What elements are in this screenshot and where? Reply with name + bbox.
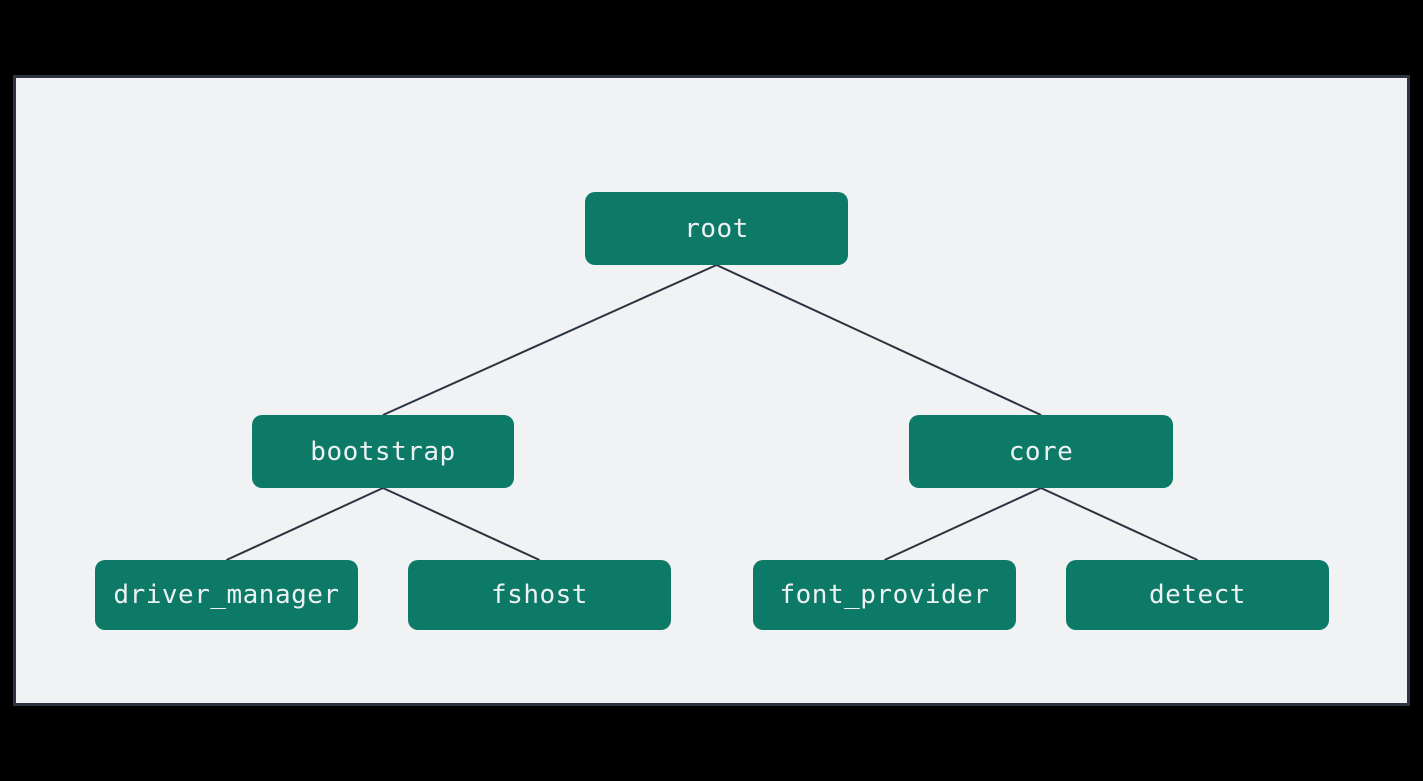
tree-node-bootstrap: bootstrap bbox=[252, 415, 514, 488]
tree-edge-bootstrap-fshost bbox=[382, 487, 540, 561]
tree-node-label: root bbox=[684, 213, 749, 244]
tree-edge-root-core bbox=[716, 264, 1042, 416]
tree-node-detect: detect bbox=[1066, 560, 1329, 630]
tree-node-label: driver_manager bbox=[113, 580, 340, 610]
tree-node-label: bootstrap bbox=[310, 436, 456, 467]
tree-edge-core-detect bbox=[1040, 487, 1198, 561]
tree-node-fshost: fshost bbox=[408, 560, 671, 630]
tree-node-label: detect bbox=[1149, 580, 1246, 610]
tree-edge-root-bootstrap bbox=[382, 264, 717, 416]
tree-node-label: core bbox=[1008, 436, 1074, 467]
tree-node-root: root bbox=[585, 192, 848, 265]
tree-node-label: font_provider bbox=[779, 580, 990, 610]
tree-edge-core-font_provider bbox=[884, 487, 1042, 561]
tree-node-label: fshost bbox=[491, 580, 588, 610]
tree-node-core: core bbox=[909, 415, 1173, 488]
tree-node-driver_manager: driver_manager bbox=[95, 560, 358, 630]
tree-node-font_provider: font_provider bbox=[753, 560, 1016, 630]
tree-edge-bootstrap-driver_manager bbox=[226, 487, 384, 561]
